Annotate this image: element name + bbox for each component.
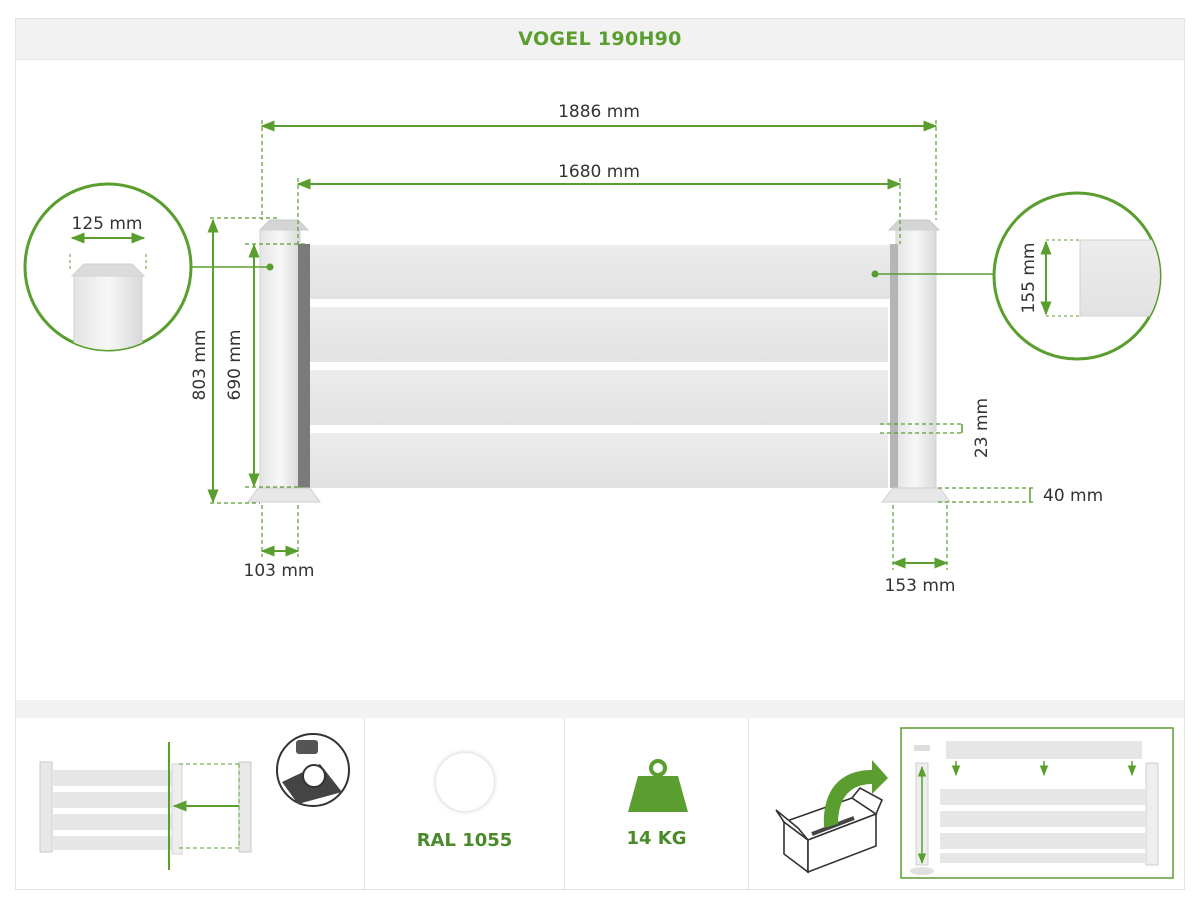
saw-blade-icon [276, 733, 350, 807]
divider [364, 718, 365, 889]
color-swatch-icon [436, 753, 494, 811]
fence-diagram: 1886 mm 1680 mm 125 mm 803 mm 690 mm 155… [23, 102, 1162, 596]
cut-to-size-icon [39, 733, 350, 870]
title-bar: VOGEL 190H90 [16, 19, 1184, 60]
total-width-label: 1886 mm [558, 102, 640, 122]
base-width-label: 153 mm [885, 576, 956, 596]
separator-band [16, 700, 1184, 718]
total-height-label: 803 mm [190, 330, 210, 401]
frame [15, 18, 1185, 890]
weight-icon [628, 759, 688, 812]
panel-width-label: 1680 mm [558, 162, 640, 182]
divider [564, 718, 565, 889]
post-section-detail [992, 191, 1162, 361]
panel-height-label: 690 mm [225, 330, 245, 401]
left-post [247, 219, 321, 503]
cap-width-label: 125 mm [72, 214, 143, 234]
product-title: VOGEL 190H90 [518, 28, 682, 50]
right-post [880, 219, 951, 503]
post-section-label: 155 mm [1019, 243, 1039, 314]
fence-panel [305, 245, 897, 488]
color-code-label: RAL 1055 [416, 830, 513, 851]
post-width-label: 103 mm [244, 561, 315, 581]
divider [748, 718, 749, 889]
assembly-diagram-icon [900, 727, 1174, 879]
box-delivery-icon [775, 760, 888, 874]
ground-gap-label: 40 mm [1043, 486, 1103, 506]
gap-label: 23 mm [972, 398, 992, 458]
post-cap-detail [23, 182, 193, 352]
weight-label: 14 KG [626, 828, 687, 849]
